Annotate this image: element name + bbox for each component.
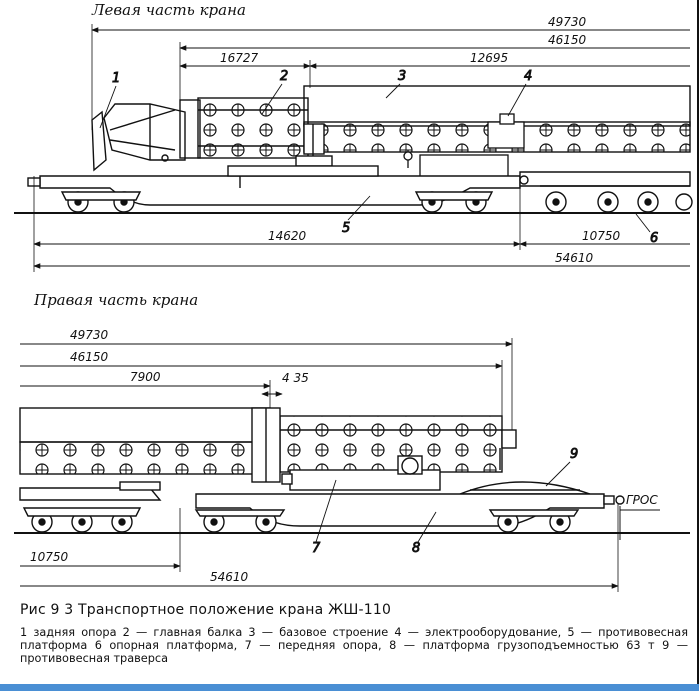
left-dim-49730: 49730 — [91, 15, 690, 130]
left-bogies — [60, 191, 693, 213]
main-beam — [197, 97, 309, 159]
front-support — [281, 455, 441, 491]
left-dim-14620: 14620 — [33, 186, 521, 250]
counterweight-traverse — [459, 481, 591, 495]
callout-5: 5 — [342, 221, 350, 236]
right-view: Правая часть крана 49730 46150 7900 4 35 — [14, 291, 690, 592]
dim-label: 12695 — [470, 51, 508, 65]
right-section-title: Правая часть крана — [33, 291, 198, 309]
figure-caption-body: 1 задняя опора 2 — главная балка 3 — баз… — [20, 626, 688, 665]
callout-1: 1 — [112, 71, 120, 86]
rail-label: ГРОС — [626, 493, 658, 507]
callout-4: 4 — [524, 69, 532, 84]
right-view-left-platform — [19, 481, 162, 501]
dim-label: 49730 — [548, 15, 587, 29]
dim-label: 54610 — [210, 570, 249, 584]
callout-6: 6 — [650, 231, 658, 246]
right-dim-54610: 54610 — [20, 504, 619, 592]
support-platform — [519, 171, 691, 187]
dim-label: 10750 — [582, 229, 621, 243]
right-base-structure — [19, 407, 517, 483]
left-dim-54610: 54610 — [33, 176, 690, 272]
right-callouts: 7 8 9 — [312, 447, 579, 557]
dim-label: 16727 — [220, 51, 259, 65]
dim-label: 46150 — [70, 350, 109, 364]
dim-label: 49730 — [70, 328, 109, 342]
callout-9: 9 — [570, 447, 578, 462]
right-dim-49730: 49730 — [20, 328, 513, 440]
left-dim-12695: 12695 — [309, 51, 690, 69]
bottom-strip — [0, 684, 699, 691]
rail-label-gros: ГРОС — [619, 493, 660, 540]
left-dim-16727: 16727 — [179, 51, 311, 88]
dim-label: 10750 — [30, 550, 69, 564]
electrical-equipment — [403, 113, 525, 186]
dim-label: 54610 — [555, 251, 594, 265]
left-section-title: Левая часть крана — [91, 1, 246, 19]
left-callouts: 1 2 3 4 5 6 — [99, 69, 659, 246]
callout-3: 3 — [398, 69, 406, 84]
left-dim-46150: 46150 — [179, 33, 690, 100]
left-view: Левая часть крана 49730 46150 16727 1269… — [14, 1, 693, 272]
callout-2: 2 — [280, 69, 288, 84]
dim-label: 14620 — [268, 229, 307, 243]
rear-support — [91, 99, 201, 172]
dim-label: 4 35 — [282, 371, 309, 385]
dim-label: 46150 — [548, 33, 587, 47]
right-dim-435: 4 35 — [261, 371, 309, 397]
callout-8: 8 — [412, 541, 420, 556]
dim-label: 7900 — [130, 370, 161, 384]
right-dim-10750: 10750 — [20, 508, 181, 572]
callout-7: 7 — [312, 541, 321, 556]
figure-caption-title: Рис 9 3 Транспортное положение крана ЖШ-… — [20, 602, 392, 618]
right-dim-7900: 7900 — [20, 370, 271, 412]
left-dim-10750: 10750 — [519, 229, 690, 247]
